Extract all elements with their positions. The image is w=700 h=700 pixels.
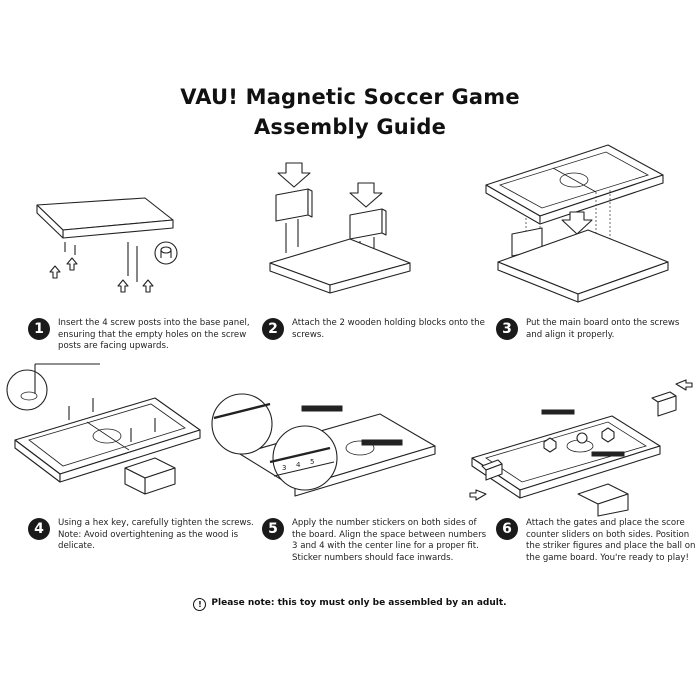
step-1-illustration bbox=[25, 180, 185, 300]
step-instruction: Put the main board onto the screws and a… bbox=[526, 318, 680, 340]
sticker-upper-2: 2 bbox=[234, 401, 238, 409]
step-3-illustration bbox=[478, 130, 678, 305]
sticker-upper-1: 1 bbox=[220, 404, 224, 412]
title-line-1: VAU! Magnetic Soccer Game bbox=[180, 85, 520, 109]
safety-note-text: Please note: this toy must only be assem… bbox=[211, 598, 507, 608]
step-number-badge: 6 bbox=[496, 518, 518, 540]
sticker-lower-4: 4 bbox=[296, 461, 301, 469]
page-title: VAU! Magnetic Soccer Game Assembly Guide bbox=[0, 82, 700, 142]
safety-note: ! Please note: this toy must only be asse… bbox=[0, 598, 700, 611]
sticker-upper-3: 3 bbox=[248, 398, 252, 406]
sticker-lower-3: 3 bbox=[282, 464, 286, 472]
step-5-illustration: 1 2 3 3 4 5 bbox=[210, 388, 440, 518]
sticker-lower-5: 5 bbox=[310, 458, 314, 466]
step-instruction: Using a hex key, carefully tighten the s… bbox=[58, 518, 254, 551]
step-instruction: Apply the number stickers on both sides … bbox=[292, 518, 487, 563]
step-instruction: Insert the 4 screw posts into the base p… bbox=[58, 318, 250, 351]
step-instruction: Attach the gates and place the score cou… bbox=[526, 518, 696, 563]
step-number-badge: 4 bbox=[28, 518, 50, 540]
step-6-illustration bbox=[462, 376, 694, 517]
step-2-illustration bbox=[258, 155, 418, 305]
exclamation-icon: ! bbox=[193, 598, 207, 611]
step-instruction: Attach the 2 wooden holding blocks onto … bbox=[292, 318, 485, 340]
step-number-badge: 2 bbox=[262, 318, 284, 340]
title-line-2: Assembly Guide bbox=[253, 115, 447, 139]
step-number-badge: 1 bbox=[28, 318, 50, 340]
step-number-badge: 3 bbox=[496, 318, 518, 340]
step-number-badge: 5 bbox=[262, 518, 284, 540]
step-4-illustration bbox=[5, 358, 215, 498]
